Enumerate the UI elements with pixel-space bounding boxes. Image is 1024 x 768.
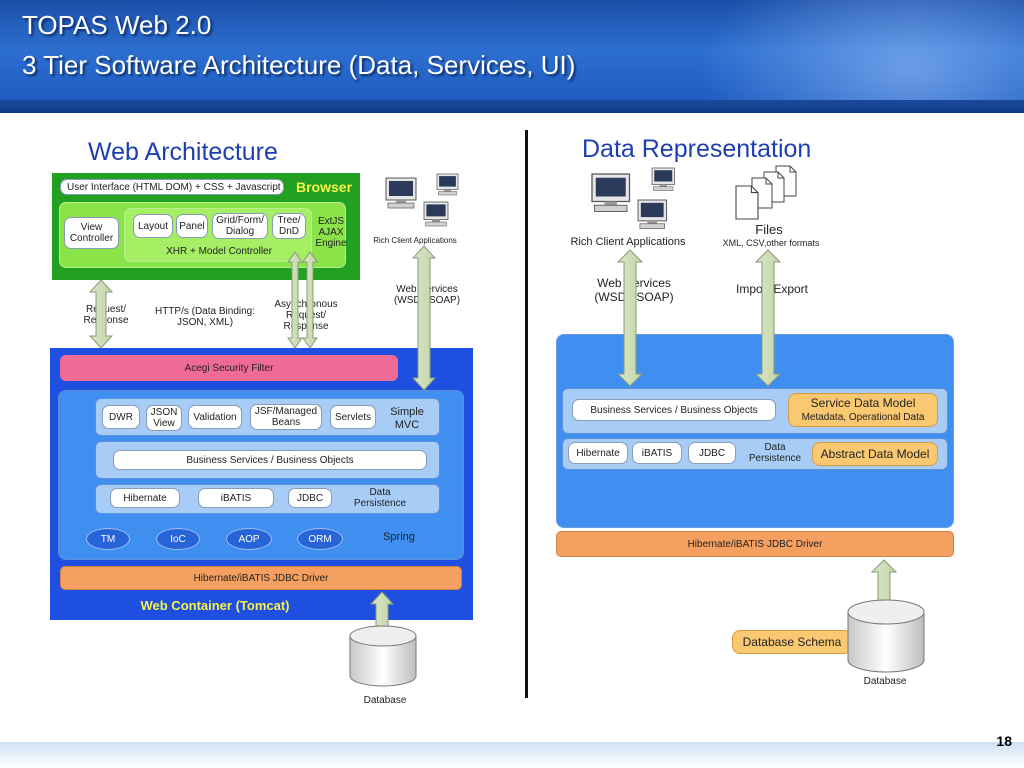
database-label-right: Database — [863, 676, 907, 687]
orm-oval: ORM — [297, 528, 343, 550]
jdbc-driver-left: Hibernate/iBATIS JDBC Driver — [60, 566, 462, 590]
files-formats-label: XML, CSV,other formats — [722, 238, 820, 248]
validation-box: Validation — [188, 405, 242, 429]
slide-title-line1: TOPAS Web 2.0 — [22, 10, 212, 40]
page-number: 18 — [996, 733, 1012, 749]
xhr-label: XHR + Model Controller — [166, 246, 272, 257]
double-arrow-icon — [302, 251, 318, 349]
title-bar — [0, 0, 1024, 113]
panel-box: Panel — [176, 214, 208, 238]
jdbc-box-right: JDBC — [688, 442, 736, 464]
double-arrow-icon — [754, 249, 782, 387]
service-data-model-box — [788, 393, 938, 427]
database-icon — [349, 625, 417, 687]
computer-icon — [591, 173, 631, 213]
computer-icon — [423, 201, 449, 227]
business-services-box-right: Business Services / Business Objects — [572, 399, 776, 421]
abstract-data-model-box: Abstract Data Model — [812, 442, 938, 466]
rich-client-label: Rich Client Applications — [373, 236, 457, 245]
column-divider — [525, 130, 528, 698]
data-representation-title: Data Representation — [582, 135, 812, 163]
hibernate-box-right: Hibernate — [568, 442, 628, 464]
double-arrow-icon — [616, 249, 644, 387]
web-container-label: Web Container (Tomcat) — [140, 598, 290, 613]
computer-icon — [385, 177, 417, 209]
view-controller-box: View Controller — [64, 217, 119, 249]
jdbc-driver-right: Hibernate/iBATIS JDBC Driver — [556, 531, 954, 557]
acegi-security-filter: Acegi Security Filter — [60, 355, 398, 381]
extjs-label: ExtJS AJAX Engine — [315, 216, 347, 249]
ui-label: User Interface (HTML DOM) + CSS + Javasc… — [60, 179, 284, 195]
servlets-box: Servlets — [330, 405, 376, 429]
web-architecture-title: Web Architecture — [88, 138, 278, 166]
jsf-managed-beans-box: JSF/Managed Beans — [250, 404, 322, 430]
browser-label: Browser — [296, 179, 353, 195]
data-persistence-label-right: Data Persistence — [748, 442, 802, 464]
computer-icon — [637, 199, 667, 229]
simple-mvc-label: Simple MVC — [390, 406, 424, 431]
double-arrow-icon — [88, 279, 114, 349]
computer-icon — [436, 173, 459, 196]
grid-form-dialog-box: Grid/Form/ Dialog — [212, 213, 268, 239]
business-services-box: Business Services / Business Objects — [113, 450, 427, 470]
footer-band — [0, 742, 1024, 768]
service-data-model-sub: Metadata, Operational Data — [801, 412, 925, 423]
tm-oval: TM — [86, 528, 130, 550]
tree-dnd-box: Tree/ DnD — [272, 213, 306, 239]
data-persistence-label: Data Persistence — [353, 487, 407, 509]
aop-oval: AOP — [226, 528, 272, 550]
double-arrow-icon — [287, 251, 303, 349]
database-icon — [847, 599, 925, 673]
jdbc-box: JDBC — [288, 488, 332, 508]
files-label: Files — [755, 222, 783, 237]
http-label: HTTP/s (Data Binding: JSON, XML) — [154, 306, 256, 328]
dwr-box: DWR — [102, 405, 140, 429]
ibatis-box-right: iBATIS — [632, 442, 682, 464]
rich-client-label-right: Rich Client Applications — [570, 236, 686, 248]
computer-icon — [651, 167, 675, 191]
ibatis-box: iBATIS — [198, 488, 274, 508]
layout-box: Layout — [133, 214, 173, 238]
json-view-box: JSON View — [146, 405, 182, 431]
slide-title-line2: 3 Tier Software Architecture (Data, Serv… — [22, 50, 576, 80]
async-label: Asynchronous Request/ Response — [274, 299, 338, 332]
database-label-left: Database — [363, 695, 407, 706]
hibernate-box: Hibernate — [110, 488, 180, 508]
database-schema-box: Database Schema — [732, 630, 852, 654]
spring-label: Spring — [383, 531, 415, 543]
file-icon — [735, 165, 797, 220]
service-data-model-label: Service Data Model — [810, 396, 916, 410]
double-arrow-icon — [411, 245, 437, 391]
ioc-oval: IoC — [156, 528, 200, 550]
